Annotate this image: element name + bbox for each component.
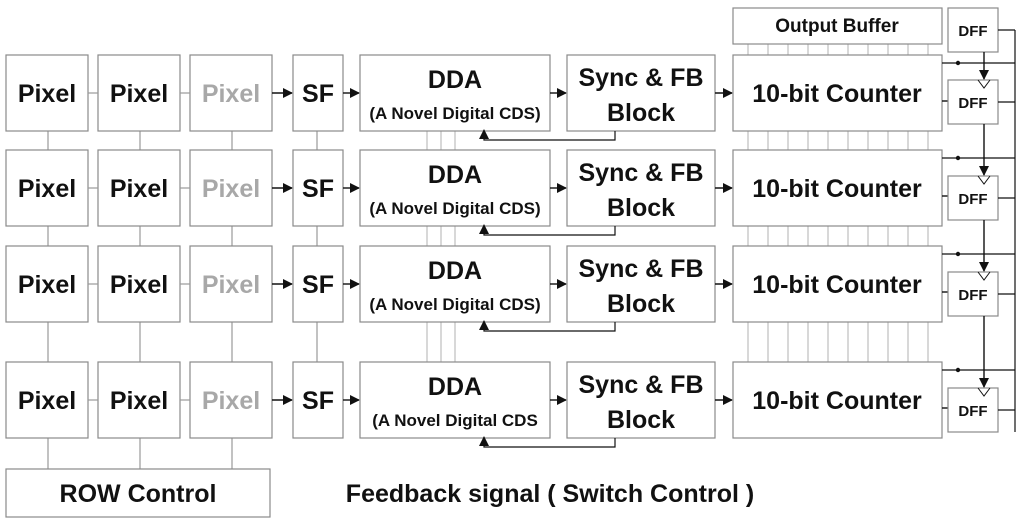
dff-label: DFF xyxy=(958,191,987,208)
dda-box xyxy=(359,361,551,439)
sync-fb-box xyxy=(566,245,716,323)
clock-triangle-icon xyxy=(977,387,991,397)
row-2: Pixel Pixel Pixel SF DDA (A Novel Digital CDS… xyxy=(5,149,1015,236)
sync-fb-label-line1: Sync & FB xyxy=(578,64,703,92)
dff-chain: DFF DFF DFF DFF DFF xyxy=(947,7,1016,433)
pixel-label: Pixel xyxy=(110,271,168,299)
sync-fb-label-line1: Sync & FB xyxy=(578,159,703,187)
counter-box xyxy=(732,54,943,132)
sync-fb-label-line2: Block xyxy=(607,406,675,434)
feedback-arrow xyxy=(479,320,616,332)
pixel-label: Pixel xyxy=(202,175,260,203)
pixel-box xyxy=(5,245,89,323)
pixel-label: Pixel xyxy=(18,387,76,415)
sf-box xyxy=(292,245,344,323)
dff-label: DFF xyxy=(958,287,987,304)
counter-label: 10-bit Counter xyxy=(752,271,922,299)
output-buffer: Output Buffer xyxy=(732,7,943,45)
pixel-label: Pixel xyxy=(110,175,168,203)
dda-subtitle: (A Novel Digital CDS) xyxy=(369,295,540,314)
sf-label: SF xyxy=(302,80,334,108)
dda-subtitle: (A Novel Digital CDS xyxy=(372,411,538,430)
sf-label: SF xyxy=(302,271,334,299)
pixel-label: Pixel xyxy=(18,175,76,203)
dff-label: DFF xyxy=(958,95,987,112)
sf-label: SF xyxy=(302,387,334,415)
sync-fb-box xyxy=(566,361,716,439)
feedback-arrow xyxy=(479,129,616,141)
clock-triangle-icon xyxy=(977,271,991,281)
pixel-label: Pixel xyxy=(202,387,260,415)
row-control-label: ROW Control xyxy=(60,480,217,508)
counter-label: 10-bit Counter xyxy=(752,387,922,415)
dda-label: DDA xyxy=(428,161,482,189)
sync-fb-label-line1: Sync & FB xyxy=(578,255,703,283)
dff-box xyxy=(947,271,999,317)
sync-fb-label-line2: Block xyxy=(607,99,675,127)
counter-box xyxy=(732,245,943,323)
dff-box xyxy=(947,175,999,221)
pixel-label: Pixel xyxy=(110,80,168,108)
sf-box xyxy=(292,361,344,439)
pixel-box xyxy=(5,54,89,132)
output-buffer-label: Output Buffer xyxy=(775,16,899,37)
junction-dot xyxy=(955,60,961,66)
pixel-label: Pixel xyxy=(110,387,168,415)
dda-label: DDA xyxy=(428,66,482,94)
counter-box xyxy=(732,149,943,227)
pixel-box xyxy=(5,149,89,227)
pixel-label: Pixel xyxy=(202,271,260,299)
dda-subtitle: (A Novel Digital CDS) xyxy=(369,104,540,123)
pixel-label: Pixel xyxy=(18,271,76,299)
row-control: ROW Control xyxy=(5,468,271,518)
counter-box xyxy=(732,361,943,439)
row-1: Pixel Pixel Pixel SF DDA (A Novel Digital CDS… xyxy=(5,54,1015,141)
dda-box xyxy=(359,149,551,227)
sync-fb-box xyxy=(566,149,716,227)
dff-box xyxy=(947,79,999,125)
feedback-arrow xyxy=(479,436,616,448)
clock-triangle-icon xyxy=(977,175,991,185)
junction-dot xyxy=(955,367,961,373)
sync-fb-label-line1: Sync & FB xyxy=(578,371,703,399)
row-4: Pixel Pixel Pixel SF DDA (A Novel Digital CDS… xyxy=(5,361,1015,448)
pixel-box xyxy=(189,245,273,323)
counter-label: 10-bit Counter xyxy=(752,80,922,108)
junction-dot xyxy=(955,155,961,161)
pixel-label: Pixel xyxy=(202,80,260,108)
dff-label: DFF xyxy=(958,403,987,420)
clock-triangle-icon xyxy=(977,79,991,89)
dda-box xyxy=(359,245,551,323)
junction-dot xyxy=(955,251,961,257)
dda-subtitle: (A Novel Digital CDS) xyxy=(369,199,540,218)
counter-label: 10-bit Counter xyxy=(752,175,922,203)
feedback-signal-caption: Feedback signal ( Switch Control ) xyxy=(346,480,754,508)
dda-box xyxy=(359,54,551,132)
dff-box xyxy=(947,387,999,433)
sf-label: SF xyxy=(302,175,334,203)
row-3: Pixel Pixel Pixel SF DDA (A Novel Digital CDS… xyxy=(5,245,1015,332)
dda-label: DDA xyxy=(428,373,482,401)
dda-label: DDA xyxy=(428,257,482,285)
feedback-arrow xyxy=(479,224,616,236)
sync-fb-box xyxy=(566,54,716,132)
pixel-box xyxy=(97,361,181,439)
dff-label: DFF xyxy=(958,23,987,40)
pixel-label: Pixel xyxy=(18,80,76,108)
sync-fb-label-line2: Block xyxy=(607,290,675,318)
sf-box xyxy=(292,149,344,227)
sync-fb-label-line2: Block xyxy=(607,194,675,222)
